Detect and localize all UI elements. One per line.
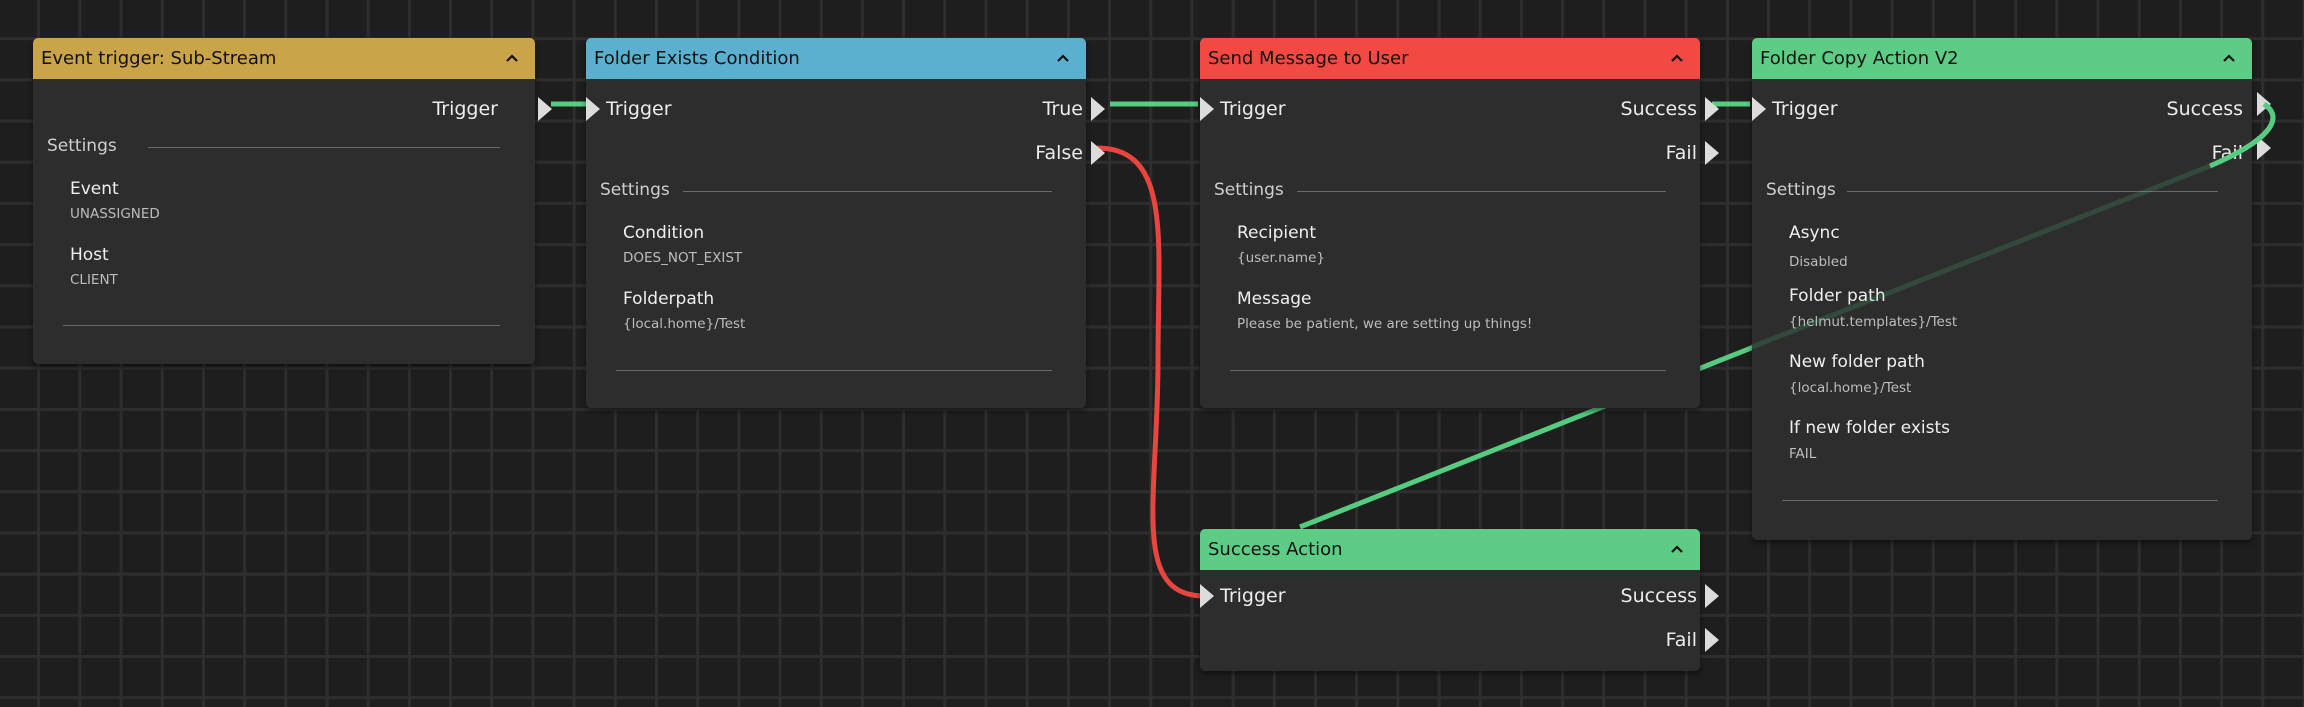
field-condition-value[interactable]: DOES_NOT_EXIST [623, 250, 743, 266]
input-trigger-port[interactable] [1200, 584, 1214, 608]
node-header[interactable]: Folder Exists Condition [586, 38, 1086, 79]
settings-header: Settings [1766, 180, 1836, 200]
output-trigger-label: Trigger [432, 98, 498, 120]
settings-divider [1297, 191, 1666, 192]
output-success-label: Success [1620, 98, 1697, 120]
settings-divider [683, 191, 1052, 192]
node-header[interactable]: Event trigger: Sub-Stream [33, 38, 535, 79]
output-fail-port[interactable] [1705, 141, 1719, 165]
field-folder-path-label: Folder path [1789, 286, 1886, 306]
settings-footer-divider [1782, 500, 2218, 501]
output-trigger-port[interactable] [538, 97, 552, 121]
node-folder-exists-condition[interactable]: Folder Exists Condition Trigger True Fal… [586, 38, 1105, 408]
input-trigger-label: Trigger [1220, 585, 1286, 607]
settings-header: Settings [47, 136, 117, 156]
output-fail-label: Fail [2211, 142, 2243, 164]
input-trigger-label: Trigger [1772, 98, 1838, 120]
output-false-port[interactable] [1091, 141, 1105, 165]
node-folder-copy-action[interactable]: Folder Copy Action V2 Trigger Success Fa… [1752, 38, 2252, 540]
node-title: Success Action [1208, 539, 1343, 560]
node-title: Event trigger: Sub-Stream [41, 48, 277, 69]
output-fail-label: Fail [1665, 142, 1697, 164]
field-host-value[interactable]: CLIENT [70, 272, 118, 288]
node-title: Folder Exists Condition [594, 48, 800, 69]
field-new-folder-path-label: New folder path [1789, 352, 1925, 372]
settings-footer-divider [1230, 370, 1666, 371]
node-success-action[interactable]: Success Action Trigger Success Fail [1200, 529, 1719, 671]
input-trigger-port[interactable] [1752, 97, 1766, 121]
field-folder-path-value[interactable]: {helmut.templates}/Test [1789, 314, 1958, 330]
field-async-value[interactable]: Disabled [1789, 254, 1848, 270]
chevron-up-icon[interactable] [1667, 48, 1687, 68]
node-header[interactable]: Send Message to User [1200, 38, 1700, 79]
field-if-exists-label: If new folder exists [1789, 418, 1951, 438]
field-condition-label: Condition [623, 223, 705, 243]
field-message-label: Message [1237, 289, 1312, 309]
field-new-folder-path-value[interactable]: {local.home}/Test [1789, 380, 1912, 396]
settings-header: Settings [1214, 180, 1284, 200]
field-host-label: Host [70, 245, 109, 265]
output-fail-label: Fail [1665, 629, 1697, 651]
chevron-up-icon[interactable] [1667, 539, 1687, 559]
field-if-exists-value[interactable]: FAIL [1789, 446, 1817, 462]
node-event-trigger[interactable]: Event trigger: Sub-Stream Trigger Settin… [33, 38, 552, 364]
output-success-port[interactable] [1705, 97, 1719, 121]
output-false-label: False [1035, 142, 1083, 164]
field-event-label: Event [70, 179, 119, 199]
field-folderpath-value[interactable]: {local.home}/Test [623, 316, 746, 332]
field-recipient-label: Recipient [1237, 223, 1316, 243]
output-true-label: True [1042, 98, 1083, 120]
output-fail-port[interactable] [1705, 628, 1719, 652]
node-header[interactable]: Success Action [1200, 529, 1700, 570]
field-folderpath-label: Folderpath [623, 289, 715, 309]
node-title: Folder Copy Action V2 [1760, 48, 1959, 69]
input-trigger-port[interactable] [586, 97, 600, 121]
chevron-up-icon[interactable] [502, 48, 522, 68]
settings-footer-divider [616, 370, 1052, 371]
field-async-label: Async [1789, 223, 1840, 243]
settings-label: Settings [600, 180, 670, 200]
field-recipient-value[interactable]: {user.name} [1237, 250, 1325, 266]
input-trigger-port[interactable] [1200, 97, 1214, 121]
field-message-value[interactable]: Please be patient, we are setting up thi… [1237, 316, 1533, 332]
output-success-label: Success [1620, 585, 1697, 607]
output-success-label: Success [2166, 98, 2243, 120]
settings-divider [148, 147, 500, 148]
settings-divider [1847, 191, 2218, 192]
settings-label: Settings [1766, 180, 1836, 200]
input-trigger-label: Trigger [606, 98, 672, 120]
chevron-up-icon[interactable] [2219, 48, 2239, 68]
settings-label: Settings [47, 136, 117, 156]
output-true-port[interactable] [1091, 97, 1105, 121]
input-trigger-label: Trigger [1220, 98, 1286, 120]
settings-label: Settings [1214, 180, 1284, 200]
chevron-up-icon[interactable] [1053, 48, 1073, 68]
field-event-value[interactable]: UNASSIGNED [70, 206, 160, 222]
node-header[interactable]: Folder Copy Action V2 [1752, 38, 2252, 79]
node-send-message[interactable]: Send Message to User Trigger Success Fai… [1200, 38, 1719, 408]
output-success-port[interactable] [1705, 584, 1719, 608]
settings-header: Settings [600, 180, 670, 200]
settings-footer-divider [63, 325, 500, 326]
node-title: Send Message to User [1208, 48, 1409, 69]
